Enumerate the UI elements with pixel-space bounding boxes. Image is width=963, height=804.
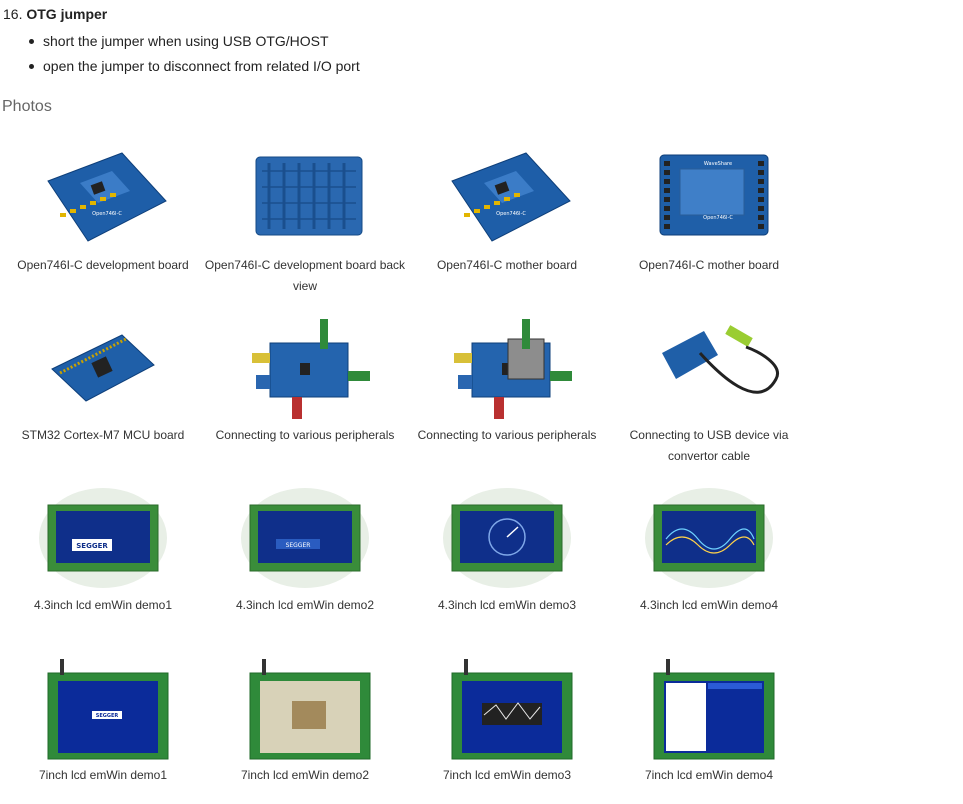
jumper-number: 16. [3,6,23,22]
svg-text:WaveShare: WaveShare [704,161,732,167]
jumper-bullet: open the jumper to disconnect from relat… [26,58,360,83]
photo-caption: Open746I-C mother board [638,258,780,272]
photo-caption: Open746I-C development board back view [204,258,406,293]
photo-image[interactable] [406,313,608,423]
photo-image[interactable] [608,483,810,593]
photo-caption: Connecting to various peripherals [215,428,395,442]
jumper-bullets: short the jumper when using USB OTG/HOST… [26,33,360,83]
photo-image[interactable]: SEGGER [2,653,204,763]
photo-image[interactable]: Open746I-C [2,143,204,253]
photo-caption: 4.3inch lcd emWin demo2 [235,598,375,612]
photo-image[interactable] [608,313,810,423]
photo-caption: Connecting to USB device via convertor c… [629,428,789,463]
photo-caption: 4.3inch lcd emWin demo1 [33,598,173,612]
svg-text:SEGGER: SEGGER [96,713,119,719]
svg-text:Open746I-C: Open746I-C [92,211,122,217]
photo-image[interactable] [204,653,406,763]
jumper-bullet: short the jumper when using USB OTG/HOST [26,33,360,58]
photo-caption: Connecting to various peripherals [417,428,597,442]
photo-image[interactable]: Open746I-C [406,143,608,253]
photo-caption: Open746I-C mother board [436,258,578,272]
svg-text:SEGGER: SEGGER [286,542,311,549]
svg-text:Open746I-C: Open746I-C [703,215,733,221]
photo-caption: 7inch lcd emWin demo3 [442,768,572,782]
photo-image[interactable] [2,313,204,423]
photo-caption: 7inch lcd emWin demo4 [644,768,774,782]
photo-caption: 4.3inch lcd emWin demo4 [639,598,779,612]
photo-caption: Open746I-C development board [17,258,189,272]
jumper-heading: 16. OTG jumper [3,6,107,22]
photo-image[interactable] [406,653,608,763]
photos-heading: Photos [2,98,52,115]
photo-image[interactable] [204,313,406,423]
photo-image[interactable] [406,483,608,593]
photo-image[interactable]: SEGGER [2,483,204,593]
svg-text:SEGGER: SEGGER [76,542,108,550]
photo-image[interactable]: SEGGER [204,483,406,593]
photo-image[interactable] [608,653,810,763]
photo-image[interactable] [204,143,406,253]
photo-caption: 7inch lcd emWin demo1 [38,768,168,782]
photo-caption: 4.3inch lcd emWin demo3 [437,598,577,612]
photo-caption: STM32 Cortex-M7 MCU board [21,428,185,442]
photo-caption: 7inch lcd emWin demo2 [240,768,370,782]
svg-text:Open746I-C: Open746I-C [496,211,526,217]
jumper-title: OTG jumper [26,6,108,22]
